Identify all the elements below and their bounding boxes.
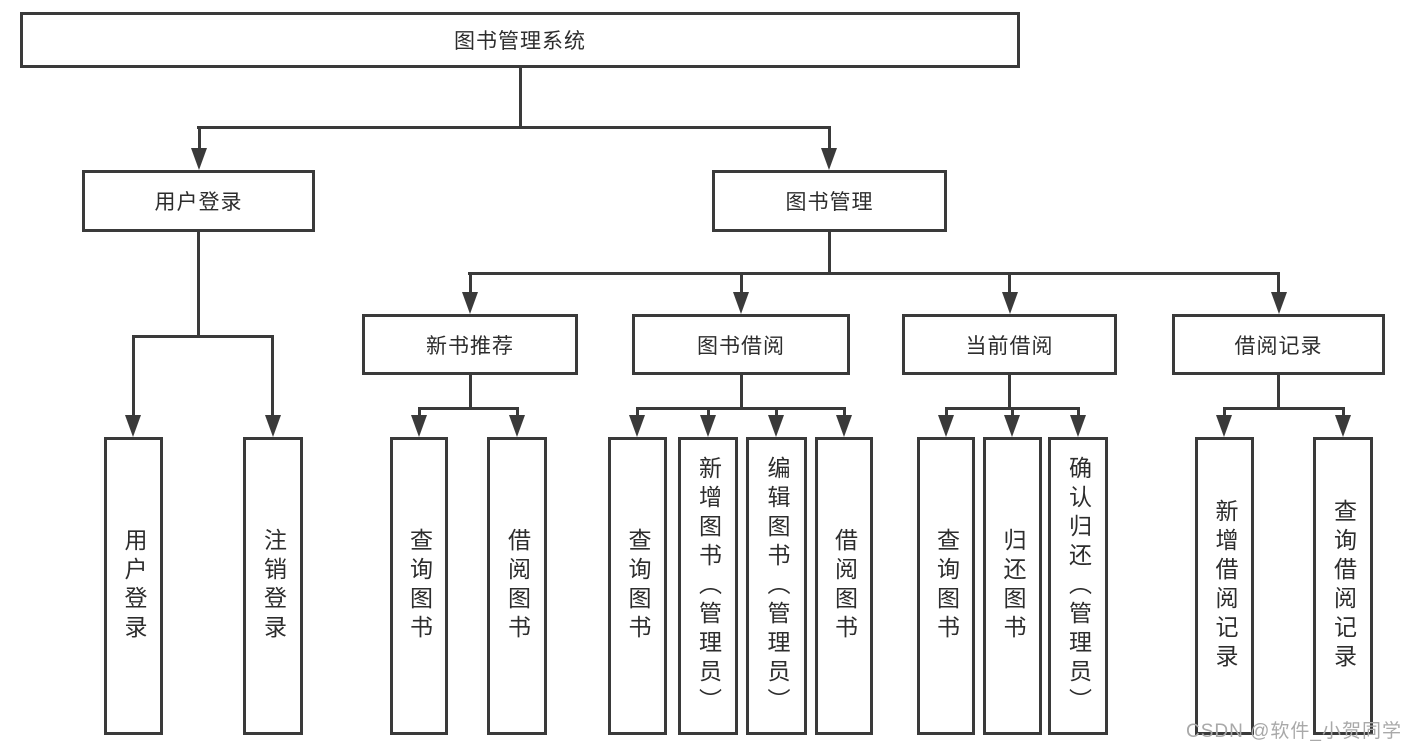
node-label: 用户登录 — [154, 191, 243, 214]
connector-root-stem — [519, 68, 522, 126]
arrow-down-icon — [629, 415, 645, 437]
connector-root-rail — [197, 126, 831, 129]
node-user-login: 用户登录 — [82, 170, 315, 232]
leaf-user-login: 用户登录 — [104, 437, 163, 735]
leaf-edit-books-admin: 编辑图书（管理员） — [746, 437, 807, 735]
node-label: 当前借阅 — [965, 334, 1054, 358]
node-label: 新增图书（管理员） — [695, 455, 722, 717]
connector-drop — [707, 407, 710, 419]
connector-drop — [1008, 272, 1011, 296]
connector-drop — [828, 126, 831, 152]
connector-drop — [418, 407, 421, 419]
connector-stem — [828, 232, 831, 272]
node-label: 归还图书 — [1000, 528, 1026, 644]
connector-drop — [945, 407, 948, 419]
connector-drop — [1077, 407, 1080, 419]
connector-stem — [197, 232, 200, 335]
node-root-system: 图书管理系统 — [20, 12, 1020, 68]
arrow-down-icon — [462, 292, 478, 314]
node-label: 图书管理 — [785, 191, 874, 214]
arrow-down-icon — [700, 415, 716, 437]
arrow-down-icon — [191, 148, 207, 170]
arrow-down-icon — [768, 415, 784, 437]
connector-rail — [1223, 407, 1345, 410]
leaf-borrow-books: 借阅图书 — [815, 437, 873, 735]
node-current-borrow: 当前借阅 — [902, 314, 1117, 375]
connector-rail — [132, 335, 274, 338]
node-label: 确认归还（管理员） — [1065, 455, 1092, 717]
connector-drop — [1223, 407, 1226, 419]
leaf-query-borrow-record: 查询借阅记录 — [1313, 437, 1373, 735]
connector-stem — [740, 375, 743, 407]
leaf-add-books-admin: 新增图书（管理员） — [678, 437, 738, 735]
node-label: 图书管理系统 — [454, 30, 586, 53]
arrow-down-icon — [1070, 415, 1086, 437]
node-book-management: 图书管理 — [712, 170, 947, 232]
connector-drop — [1011, 407, 1014, 419]
leaf-confirm-return-admin: 确认归还（管理员） — [1048, 437, 1108, 735]
leaf-borrow-books-recommend: 借阅图书 — [487, 437, 547, 735]
arrow-down-icon — [125, 415, 141, 437]
connector-drop — [132, 335, 135, 419]
connector-drop — [775, 407, 778, 419]
arrow-down-icon — [1216, 415, 1232, 437]
connector-drop — [271, 335, 274, 419]
node-label: 借阅图书 — [504, 528, 531, 644]
node-label: 新增借阅记录 — [1212, 499, 1238, 673]
arrow-down-icon — [836, 415, 852, 437]
node-label: 查询图书 — [625, 528, 651, 644]
connector-stem — [1277, 375, 1280, 407]
arrow-down-icon — [821, 148, 837, 170]
leaf-add-borrow-record: 新增借阅记录 — [1195, 437, 1254, 735]
node-label: 新书推荐 — [426, 334, 514, 358]
arrow-down-icon — [1271, 292, 1287, 314]
node-label: 用户登录 — [121, 528, 147, 644]
node-label: 借阅图书 — [831, 528, 858, 644]
connector-drop — [516, 407, 519, 419]
node-label: 查询图书 — [933, 528, 960, 644]
arrow-down-icon — [1335, 415, 1351, 437]
arrow-down-icon — [509, 415, 525, 437]
arrow-down-icon — [938, 415, 954, 437]
connector-drop — [198, 126, 201, 152]
arrow-down-icon — [1004, 415, 1020, 437]
connector-stem — [1008, 375, 1011, 407]
leaf-query-books-borrow: 查询图书 — [608, 437, 667, 735]
node-label: 查询借阅记录 — [1330, 499, 1357, 673]
connector-drop — [1342, 407, 1345, 419]
leaf-query-books-current: 查询图书 — [917, 437, 975, 735]
node-label: 借阅记录 — [1234, 334, 1323, 358]
node-label: 图书借阅 — [697, 334, 785, 358]
node-label: 注销登录 — [260, 528, 287, 644]
arrow-down-icon — [265, 415, 281, 437]
connector-rail — [468, 272, 1280, 275]
connector-rail — [636, 407, 846, 410]
connector-rail — [418, 407, 519, 410]
connector-drop — [469, 272, 472, 296]
node-new-book-recommend: 新书推荐 — [362, 314, 578, 375]
csdn-watermark: CSDN @软件_小贺同学 — [1186, 721, 1402, 742]
connector-drop — [636, 407, 639, 419]
leaf-query-books-recommend: 查询图书 — [390, 437, 448, 735]
connector-drop — [1277, 272, 1280, 296]
node-borrow-records: 借阅记录 — [1172, 314, 1385, 375]
leaf-return-books: 归还图书 — [983, 437, 1042, 735]
node-book-borrow: 图书借阅 — [632, 314, 850, 375]
node-label: 查询图书 — [406, 528, 433, 644]
connector-drop — [740, 272, 743, 296]
arrow-down-icon — [1002, 292, 1018, 314]
connector-drop — [843, 407, 846, 419]
connector-stem — [469, 375, 472, 407]
leaf-logout: 注销登录 — [243, 437, 303, 735]
arrow-down-icon — [411, 415, 427, 437]
node-label: 编辑图书（管理员） — [764, 455, 790, 717]
arrow-down-icon — [733, 292, 749, 314]
